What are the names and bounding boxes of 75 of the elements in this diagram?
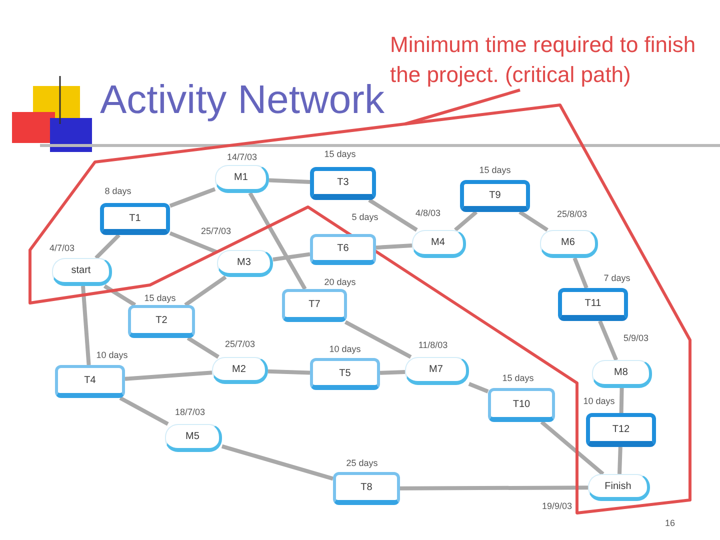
task-box: T5: [310, 358, 380, 390]
connector-line: [344, 320, 412, 359]
connector-line: [169, 231, 218, 254]
duration-label: 25 days: [346, 458, 378, 468]
duration-label: 15 days: [479, 165, 511, 175]
task-box: T11: [558, 288, 628, 321]
milestone-node: M5: [165, 424, 222, 452]
task-box: T3: [310, 167, 376, 200]
milestone-node: M7: [405, 357, 469, 385]
milestone-node: start: [52, 258, 112, 286]
connector-line: [572, 257, 588, 289]
page-number: 16: [665, 518, 675, 528]
connector-line: [186, 336, 220, 359]
connector-line: [184, 275, 227, 307]
milestone-node: M4: [412, 230, 466, 258]
task-box: T12: [586, 413, 656, 447]
date-label: 25/7/03: [200, 226, 232, 236]
task-box: T9: [460, 180, 530, 212]
connector-line: [169, 187, 216, 208]
duration-label: 20 days: [324, 277, 356, 287]
date-label: 25/7/03: [224, 339, 256, 349]
connector-line: [94, 234, 120, 260]
connector-line: [81, 286, 91, 366]
milestone-node: M3: [217, 250, 273, 277]
duration-label: 7 days: [604, 273, 630, 283]
date-label: 14/7/03: [226, 152, 258, 162]
connector-line: [518, 210, 548, 232]
duration-label: 10 days: [329, 344, 361, 354]
date-label: 18/7/03: [174, 407, 206, 417]
connector-line: [268, 369, 310, 375]
connector-line: [400, 486, 588, 490]
leader-line: [404, 88, 520, 126]
duration-label: 5 days: [352, 212, 378, 222]
date-label: 25/8/03: [556, 209, 588, 219]
connector-line: [619, 388, 624, 414]
duration-label: 15 days: [502, 373, 534, 383]
connector-line: [368, 198, 418, 232]
connector-line: [380, 370, 406, 375]
date-label: 11/8/03: [418, 340, 448, 350]
milestone-node: Finish: [588, 474, 650, 501]
duration-label: 15 days: [324, 149, 356, 159]
task-box: T1: [100, 203, 170, 235]
connector-line: [454, 210, 478, 232]
task-box: T2: [128, 305, 195, 338]
milestone-node: M6: [540, 230, 598, 258]
connector-line: [468, 382, 489, 394]
connector-line: [268, 178, 310, 184]
milestone-node: M8: [592, 360, 652, 388]
connector-line: [103, 284, 136, 307]
task-box: T4: [55, 365, 125, 398]
slide-title: Activity Network: [100, 80, 384, 120]
date-label: 19/9/03: [542, 501, 572, 511]
connector-line: [598, 320, 618, 361]
milestone-node: M1: [215, 165, 269, 193]
connector-line: [119, 396, 169, 426]
connector-line: [540, 420, 604, 476]
connector-line: [124, 370, 212, 381]
duration-label: 10 days: [583, 396, 615, 406]
task-box: T7: [282, 289, 347, 322]
task-box: T6: [310, 234, 376, 265]
annotation-text: Minimum time required to finish the project. (critical path): [390, 30, 712, 90]
duration-label: 15 days: [144, 293, 176, 303]
connector-line: [272, 252, 310, 262]
duration-label: 10 days: [96, 350, 128, 360]
task-box: T8: [333, 472, 400, 505]
task-box: T10: [488, 388, 555, 422]
connector-line: [221, 444, 334, 481]
milestone-node: M2: [212, 357, 268, 384]
connector-line: [376, 244, 412, 250]
connector-line: [248, 192, 307, 290]
duration-label: 8 days: [104, 186, 132, 196]
date-label: 4/7/03: [49, 243, 75, 253]
date-label: 4/8/03: [415, 208, 441, 218]
connector-line: [618, 446, 622, 474]
date-label: 5/9/03: [623, 333, 649, 343]
